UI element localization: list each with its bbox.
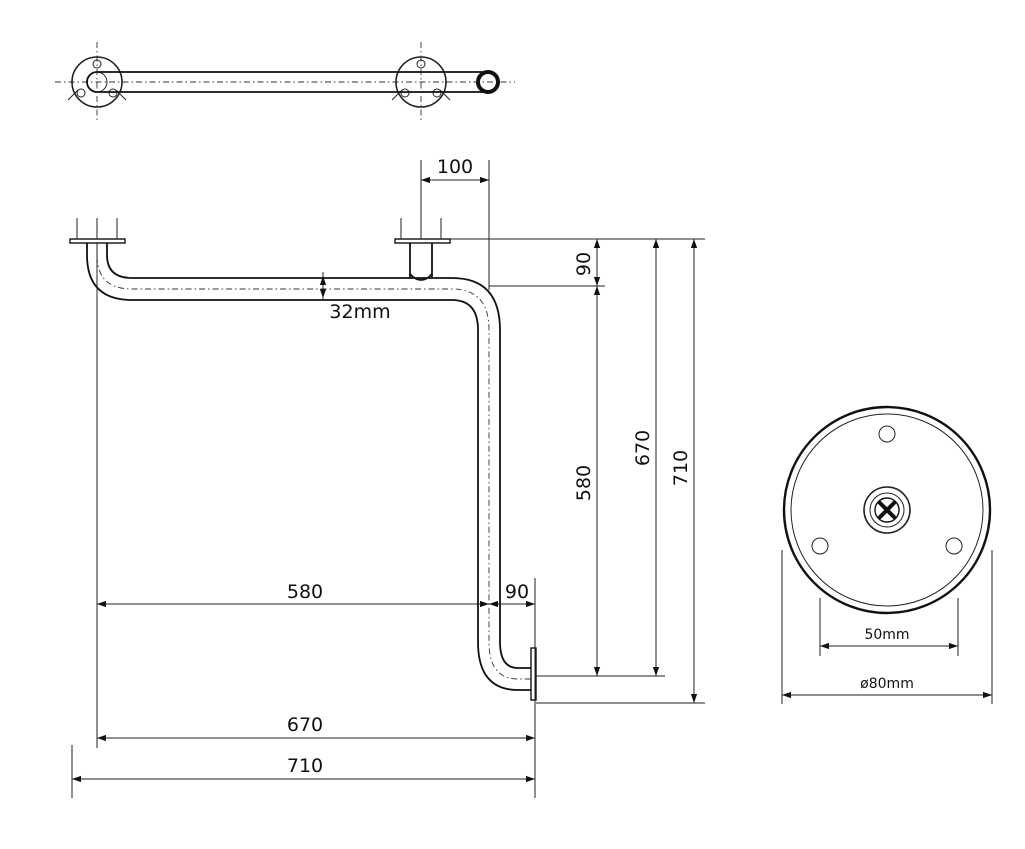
- dimension-lines: [71, 160, 705, 798]
- dim-label-32mm: 32mm: [329, 301, 390, 323]
- left-flange-top: [71, 56, 123, 108]
- dim-label-80mm: ø80mm: [860, 676, 914, 692]
- left-flange-plate: [69, 238, 126, 244]
- dim-label-90-horizontal: 90: [505, 581, 529, 603]
- flange-detail: 50mm ø80mm: [781, 405, 993, 704]
- dim-label-710-horizontal: 710: [287, 755, 323, 777]
- bottom-flange-plate: [530, 647, 537, 701]
- dimension-labels: 100 90 32mm 580 670 710 580 90 670 710: [287, 156, 692, 777]
- dim-label-580-vertical: 580: [573, 465, 595, 501]
- dim-label-50mm: 50mm: [864, 627, 909, 643]
- tube-end-section: [476, 70, 500, 94]
- dim-label-670-vertical: 670: [632, 430, 654, 466]
- dim-label-670-horizontal: 670: [287, 714, 323, 736]
- dim-label-100: 100: [437, 156, 473, 178]
- dim-label-90-vertical: 90: [573, 252, 595, 276]
- top-view: [55, 42, 515, 122]
- right-flange-top: [395, 56, 447, 108]
- right-flange-plate: [394, 238, 451, 244]
- dim-label-710-vertical: 710: [670, 450, 692, 486]
- dim-label-580-horizontal: 580: [287, 581, 323, 603]
- front-view: [69, 210, 537, 701]
- grab-bar-tube: [86, 243, 531, 691]
